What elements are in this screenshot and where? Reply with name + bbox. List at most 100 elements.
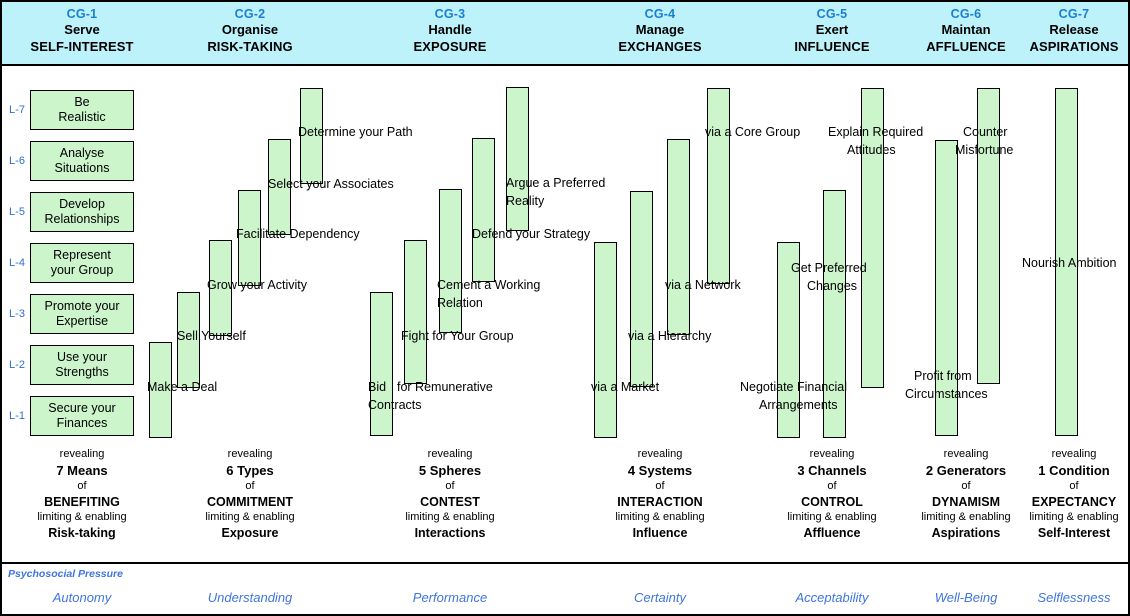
summary-2-of: of <box>245 479 255 492</box>
column-id-cg2: CG-2 <box>234 7 266 21</box>
cg3-label-relation: Relation <box>437 296 483 310</box>
cg5-bar-get-preferred-changes[interactable] <box>823 190 846 438</box>
footer-col-certainty: Certainty <box>633 590 687 605</box>
summary-6-of: of <box>961 479 971 492</box>
level-label-l5: L-5 <box>9 206 25 218</box>
cg6-bar-profit-from-circumstances[interactable] <box>935 140 958 436</box>
cg6-label-misfortune: Misfortune <box>955 143 1014 157</box>
cg5-label-changes: Changes <box>807 279 858 293</box>
cg4-bar-via-a-core-group[interactable] <box>707 88 730 284</box>
summary-2-cap: COMMITMENT <box>206 494 294 509</box>
cg1-cell-l7[interactable]: Be Realistic <box>30 90 134 130</box>
cg2-bar-determine-your-path[interactable] <box>300 88 323 184</box>
cg3-label-cement-a-working: Cement a Working <box>437 278 541 292</box>
footer-col-well-being: Well-Being <box>934 590 998 605</box>
cg4-label-via-a-core-group: via a Core Group <box>705 125 801 139</box>
cg2-bar-make-a-deal[interactable] <box>149 342 172 438</box>
column-id-cg4: CG-4 <box>644 7 676 21</box>
cg4-bar-via-a-hierarchy[interactable] <box>630 191 653 387</box>
cg3-bar-fight-for-your-group[interactable] <box>404 240 427 384</box>
summary-3-of: of <box>445 479 455 492</box>
cg6-label-counter: Counter <box>963 125 1008 139</box>
summary-6-tail: Aspirations <box>931 525 1001 540</box>
cg4-bar-via-a-market[interactable] <box>594 242 617 438</box>
level-label-l6: L-6 <box>9 155 25 167</box>
summary-2-lim: limiting & enabling <box>205 511 295 524</box>
column-header-cg1: CG-1 Serve SELF-INTEREST <box>2 6 162 55</box>
summary-7-tail: Self-Interest <box>1037 525 1111 540</box>
cg2-label-grow-your-activity: Grow your Activity <box>207 278 308 292</box>
cg1-cell-l3[interactable]: Promote your Expertise <box>30 294 134 334</box>
cg1-cell-l5[interactable]: Develop Relationships <box>30 192 134 232</box>
cg3-bar-cement-a-working-relation[interactable] <box>439 189 462 333</box>
cg5-label-explain-required: Explain Required <box>828 125 924 139</box>
cg7-label-nourish-ambition: Nourish Ambition <box>1022 256 1117 270</box>
summary-col-3: revealing 5 Spheres of CONTEST limiting … <box>370 447 530 541</box>
summary-2-tail: Exposure <box>221 525 279 540</box>
level-label-l3: L-3 <box>9 308 25 320</box>
cg1-cell-l7-line2: Realistic <box>58 110 106 124</box>
cg3-label-defend-your-strategy: Defend your Strategy <box>472 227 591 241</box>
cg5-bar-explain-required-attitudes[interactable] <box>861 88 884 388</box>
cg5-bar-negotiate-financial-arrangements[interactable] <box>777 242 800 438</box>
cg6-label-circumstances: Circumstances <box>905 387 988 401</box>
cg2-bar-facilitate-dependency[interactable] <box>238 190 261 286</box>
cg1-cell-l5-line1: Develop <box>59 196 105 211</box>
summary-7-revealing: revealing <box>1051 448 1097 460</box>
summary-5-tail: Affluence <box>803 525 861 540</box>
cg2-label-make-a-deal: Make a Deal <box>147 380 218 394</box>
cg1-cell-l2[interactable]: Use your Strengths <box>30 345 134 385</box>
summary-6-count: 2 Generators <box>925 462 1007 478</box>
cg7-bar-nourish-ambition[interactable] <box>1055 88 1078 436</box>
summary-1-tail: Risk-taking <box>48 525 116 540</box>
cg3-bar-bid-for-remunerative-contracts[interactable] <box>370 292 393 436</box>
cg5-label-attitudes: Attitudes <box>847 143 896 157</box>
cg1-cell-l3-line1: Promote your <box>44 298 120 313</box>
cg6-bar-counter-misfortune[interactable] <box>977 88 1000 384</box>
cg2-bar-grow-your-activity[interactable] <box>209 240 232 336</box>
psychosocial-pressure-label: Psychosocial Pressure <box>8 568 123 580</box>
cg4-bar-via-a-network[interactable] <box>667 139 690 335</box>
column-header-cg6: CG-6 Maintan AFFLUENCE <box>886 6 1046 55</box>
footer-col-understanding: Understanding <box>207 590 293 605</box>
summary-7-cap: EXPECTANCY <box>1031 494 1117 509</box>
cg2-bar-select-your-associates[interactable] <box>268 139 291 235</box>
cg3-bar-defend-your-strategy[interactable] <box>472 138 495 282</box>
summary-3-count: 5 Spheres <box>418 462 482 478</box>
cg2-label-sell-yourself: Sell Yourself <box>177 329 246 343</box>
column-verb-cg1: Serve <box>64 22 100 37</box>
cg5-label-arrangements: Arrangements <box>759 398 838 412</box>
summary-4-of: of <box>655 479 665 492</box>
summary-6-revealing: revealing <box>943 448 989 460</box>
cg1-cell-l6[interactable]: Analyse Situations <box>30 141 134 181</box>
summary-1-lim: limiting & enabling <box>37 511 127 524</box>
summary-3-lim: limiting & enabling <box>405 511 495 524</box>
summary-4-revealing: revealing <box>637 448 683 460</box>
summary-6-lim: limiting & enabling <box>921 511 1011 524</box>
cg4-label-via-a-market: via a Market <box>591 380 660 394</box>
summary-col-7: revealing 1 Condition of EXPECTANCY limi… <box>994 447 1128 541</box>
column-verb-cg4: Manage <box>635 22 685 37</box>
cg1-cell-l4-line2: your Group <box>50 263 114 277</box>
level-label-l7: L-7 <box>9 104 25 116</box>
footer-col-acceptability: Acceptability <box>795 590 869 605</box>
cg5-label-negotiate-financial: Negotiate Financial <box>740 380 848 394</box>
summary-3-revealing: revealing <box>427 448 473 460</box>
cg3-label-argue-a-preferred: Argue a Preferred <box>506 176 606 190</box>
column-id-cg5: CG-5 <box>816 7 848 21</box>
cg1-cell-l6-line2: Situations <box>54 161 110 175</box>
column-header-cg2: CG-2 Organise RISK-TAKING <box>170 6 330 55</box>
column-noun-cg7: ASPIRATIONS <box>1029 38 1119 54</box>
cg2-label-facilitate-dependency: Facilitate Dependency <box>236 227 360 241</box>
cg1-cell-l7-line1: Be <box>74 94 90 109</box>
psychosocial-pressure-band: Psychosocial Pressure Autonomy Understan… <box>2 562 1128 614</box>
cg1-cell-l4[interactable]: Represent your Group <box>30 243 134 283</box>
cg3-bar-argue-a-preferred-reality[interactable] <box>506 87 529 231</box>
cg2-bar-sell-yourself[interactable] <box>177 292 200 388</box>
column-header-band: CG-1 Serve SELF-INTEREST CG-2 Organise R… <box>2 2 1128 66</box>
summary-col-5: revealing 3 Channels of CONTROL limiting… <box>752 447 912 541</box>
summary-7-lim: limiting & enabling <box>1029 511 1119 524</box>
cg1-cell-l1[interactable]: Secure your Finances <box>30 396 134 436</box>
column-noun-cg3: EXPOSURE <box>413 38 487 54</box>
cg1-cell-l2-line1: Use your <box>56 349 108 364</box>
